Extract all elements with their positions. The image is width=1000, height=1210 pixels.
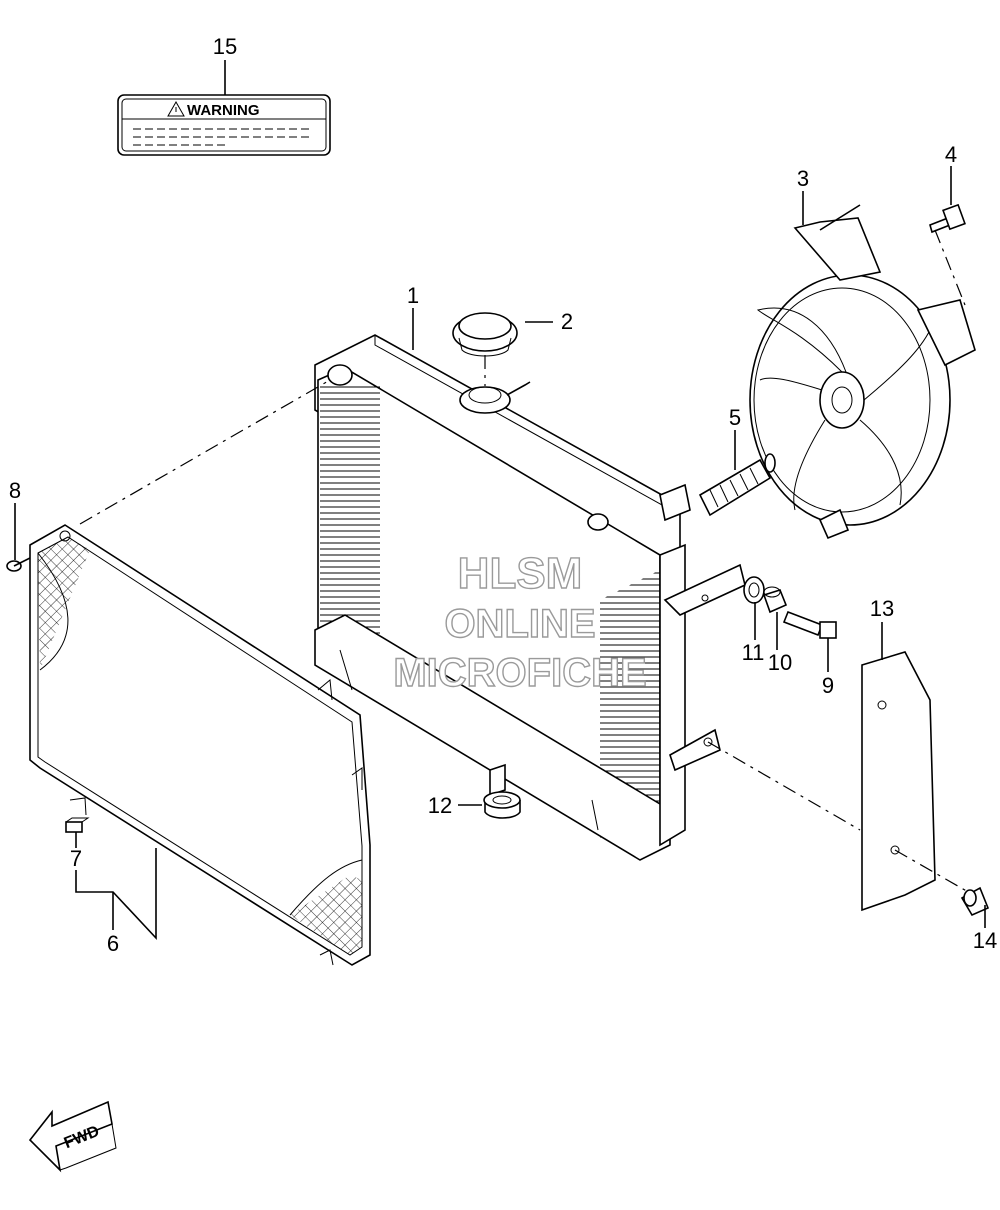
callout-14: 14 [973, 928, 997, 953]
screw-part-14 [960, 886, 990, 917]
callout-8: 8 [9, 478, 21, 503]
callout-10: 10 [768, 650, 792, 675]
warning-label: WARNING [117, 94, 331, 156]
callout-9: 9 [822, 673, 834, 698]
callout-4: 4 [945, 142, 957, 167]
watermark: HLSM ONLINE MICROFICHE [393, 548, 648, 695]
callout-6: 6 [107, 931, 119, 956]
bolt-part-9 [782, 610, 837, 639]
callout-5: 5 [729, 405, 741, 430]
callout-12: 12 [428, 793, 452, 818]
callout-7: 7 [70, 846, 82, 871]
watermark-line2: ONLINE [444, 602, 595, 646]
clip-part [65, 817, 90, 833]
callout-13: 13 [870, 596, 894, 621]
cooling-fan [749, 204, 976, 540]
collar [762, 586, 788, 614]
watermark-line3: MICROFICHE [393, 651, 646, 695]
callout-3: 3 [797, 166, 809, 191]
hose [698, 453, 776, 517]
callout-11: 11 [742, 640, 765, 665]
fwd-arrow-icon: FWD [28, 1100, 117, 1173]
guard-plate [861, 651, 936, 912]
callouts: 15 1 2 3 4 5 6 7 8 9 10 11 12 13 14 [9, 34, 997, 956]
warning-label-title: WARNING [187, 102, 260, 119]
leader-lines [14, 60, 986, 941]
callout-1: 1 [407, 283, 419, 308]
assembly-lines [79, 229, 971, 894]
radiator-screen [29, 524, 371, 966]
radiator [314, 334, 746, 861]
callout-15: 15 [213, 34, 237, 59]
watermark-line1: HLSM [458, 549, 583, 598]
warning-triangle-icon [167, 100, 185, 117]
callout-2: 2 [561, 309, 573, 334]
bolt-part-4 [929, 203, 966, 234]
grommet-part-11 [743, 576, 765, 604]
radiator-cap [452, 312, 518, 357]
grommet-part-12 [483, 791, 521, 819]
screw-part-8 [6, 557, 31, 572]
